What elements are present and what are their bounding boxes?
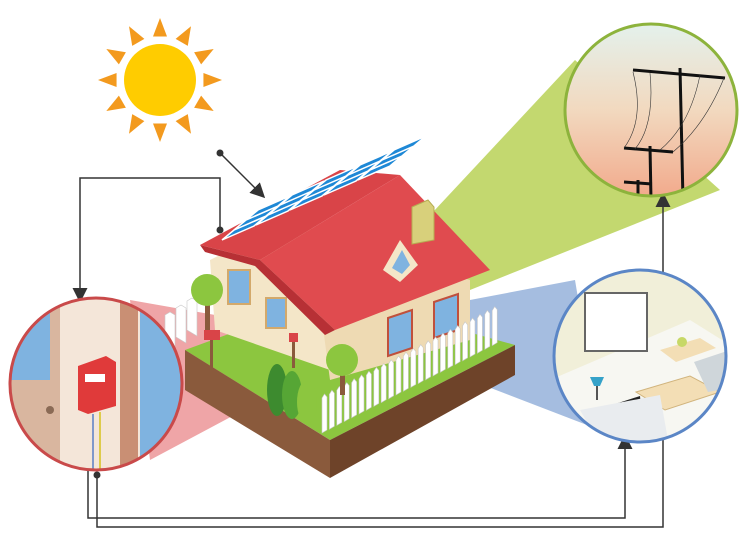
- ground-front-left: [185, 350, 330, 478]
- fence-picket: [329, 389, 335, 430]
- sun-ray: [152, 18, 168, 37]
- fence-picket: [469, 317, 476, 358]
- fence-picket: [321, 393, 328, 434]
- fence-picket: [336, 385, 343, 426]
- roof-left: [200, 170, 400, 260]
- sun-ray: [129, 26, 145, 46]
- fence-picket: [373, 366, 380, 407]
- sun-ray: [194, 95, 214, 111]
- fence-picket: [425, 340, 431, 381]
- fence-picket: [343, 382, 350, 423]
- sun-ray: [175, 26, 191, 46]
- fence-picket: [366, 370, 372, 411]
- fence-left: [164, 297, 198, 351]
- fence-picket: [484, 309, 491, 350]
- fence-picket: [432, 336, 439, 377]
- fence-picket: [417, 344, 424, 385]
- solar-panel-array: [221, 135, 427, 241]
- fence-picket: [454, 325, 461, 366]
- sun-ray: [194, 49, 214, 65]
- fence-picket: [477, 313, 483, 354]
- fence-picket: [351, 378, 357, 419]
- roof-edge: [200, 245, 335, 335]
- sun-ray: [129, 114, 145, 134]
- fence-picket: [491, 306, 498, 347]
- sun-ray: [98, 72, 117, 88]
- living-room-icon: [552, 268, 728, 444]
- tree-right: [326, 344, 358, 395]
- sun-ray: [106, 49, 126, 65]
- ground-front-right: [330, 345, 515, 478]
- electric-meter-icon: [8, 296, 184, 472]
- house-with-solar-panels-icon: [164, 135, 515, 478]
- fence-picket: [403, 351, 409, 392]
- power-lines-icon: [563, 22, 739, 198]
- fence-picket: [440, 332, 446, 373]
- fence-picket: [358, 374, 365, 415]
- shrubs: [267, 364, 317, 424]
- connection-wires: [72, 152, 671, 528]
- sun-ray: [152, 123, 168, 142]
- fence-picket: [388, 359, 394, 400]
- fence-picket: [380, 363, 387, 404]
- fence-picket: [395, 355, 402, 396]
- fence-front: [321, 306, 498, 434]
- fence-picket: [410, 347, 417, 388]
- solar-panel: [381, 135, 427, 161]
- meter-to-interior-wire: [87, 434, 633, 519]
- sun-ray: [106, 95, 126, 111]
- chimney: [411, 199, 435, 245]
- roof-to-meter-wire: [72, 177, 221, 303]
- tree-left: [191, 274, 223, 330]
- sun-ray: [203, 72, 222, 88]
- fence-picket: [462, 321, 468, 362]
- sun-to-roof-arrow: [219, 152, 266, 199]
- mailbox-icon: [204, 330, 298, 373]
- sun-icon: [98, 18, 222, 142]
- sun-ray: [175, 114, 191, 134]
- fence-picket: [447, 328, 454, 369]
